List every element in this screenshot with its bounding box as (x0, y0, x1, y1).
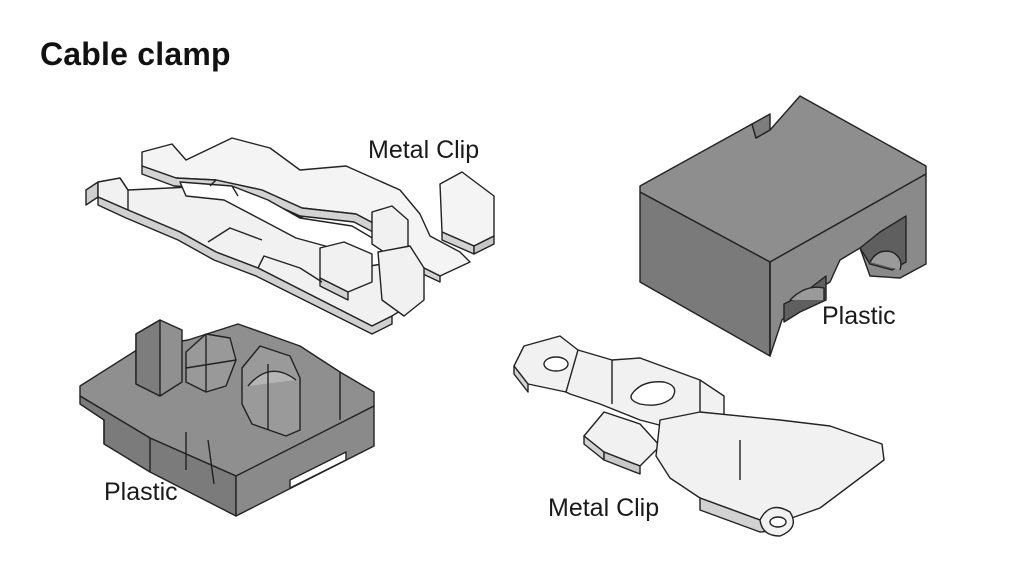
metal-clip-bottom-label: Metal Clip (548, 494, 660, 522)
plastic-left-label: Plastic (104, 478, 178, 506)
metal-clip-top-illustration (85, 137, 495, 335)
plastic-housing-right-illustration (639, 95, 927, 357)
page-title: Cable clamp (40, 36, 231, 72)
metal-clip-top-label: Metal Clip (368, 136, 480, 164)
plastic-right-label: Plastic (822, 302, 896, 330)
plastic-part-left-illustration (79, 319, 375, 517)
metal-clip-bottom-illustration (513, 335, 885, 537)
